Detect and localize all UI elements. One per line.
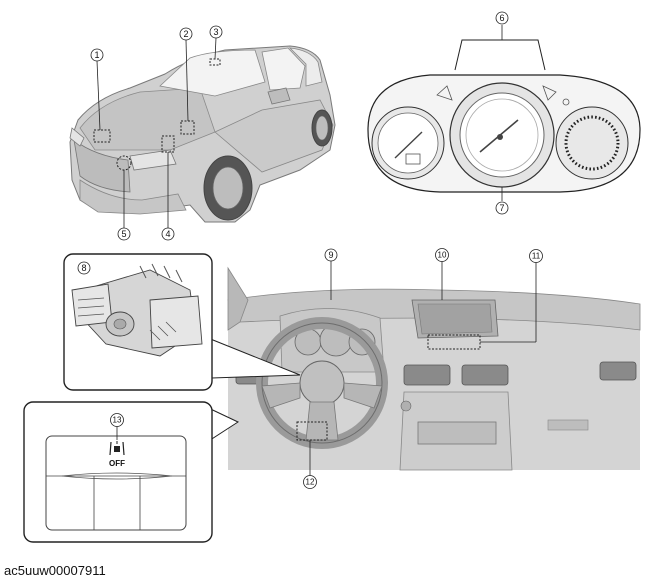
svg-text:5: 5 xyxy=(121,229,126,239)
svg-text:6: 6 xyxy=(499,13,504,23)
instrument-cluster-illustration xyxy=(367,25,641,201)
callout-7: 7 xyxy=(495,201,509,215)
svg-text:2: 2 xyxy=(183,29,188,39)
switch-off-label: OFF xyxy=(109,459,125,468)
svg-text:13: 13 xyxy=(113,416,122,425)
callout-6: 6 xyxy=(495,11,509,25)
callout-9: 9 xyxy=(324,248,338,262)
combination-switch-illustration xyxy=(63,253,301,391)
callout-13: 13 xyxy=(110,413,124,427)
car-exterior-illustration xyxy=(69,37,336,228)
svg-text:11: 11 xyxy=(532,252,541,261)
callout-10: 10 xyxy=(435,248,449,262)
svg-text:10: 10 xyxy=(438,251,447,260)
svg-text:3: 3 xyxy=(213,27,218,37)
sensor-marker-12 xyxy=(296,421,328,441)
svg-text:8: 8 xyxy=(81,263,86,273)
sensor-marker-11 xyxy=(427,334,481,350)
callout-3: 3 xyxy=(209,25,223,39)
callout-12: 12 xyxy=(303,475,317,489)
svg-text:7: 7 xyxy=(499,203,504,213)
callout-8: 8 xyxy=(77,261,91,275)
sensor-marker-2 xyxy=(180,120,195,135)
svg-text:1: 1 xyxy=(94,50,99,60)
svg-text:12: 12 xyxy=(306,478,315,487)
lane-keep-off-icon xyxy=(109,441,125,456)
callout-2: 2 xyxy=(179,27,193,41)
sensor-marker-1 xyxy=(93,129,111,143)
callout-4: 4 xyxy=(161,227,175,241)
callout-1: 1 xyxy=(90,48,104,62)
switch-panel-illustration: OFF xyxy=(23,401,240,543)
callout-11: 11 xyxy=(529,249,543,263)
svg-text:9: 9 xyxy=(328,250,333,260)
svg-text:4: 4 xyxy=(165,229,170,239)
dashboard-illustration xyxy=(227,261,641,476)
callout-5: 5 xyxy=(117,227,131,241)
figure-id-label: ac5uuw00007911 xyxy=(4,563,106,578)
